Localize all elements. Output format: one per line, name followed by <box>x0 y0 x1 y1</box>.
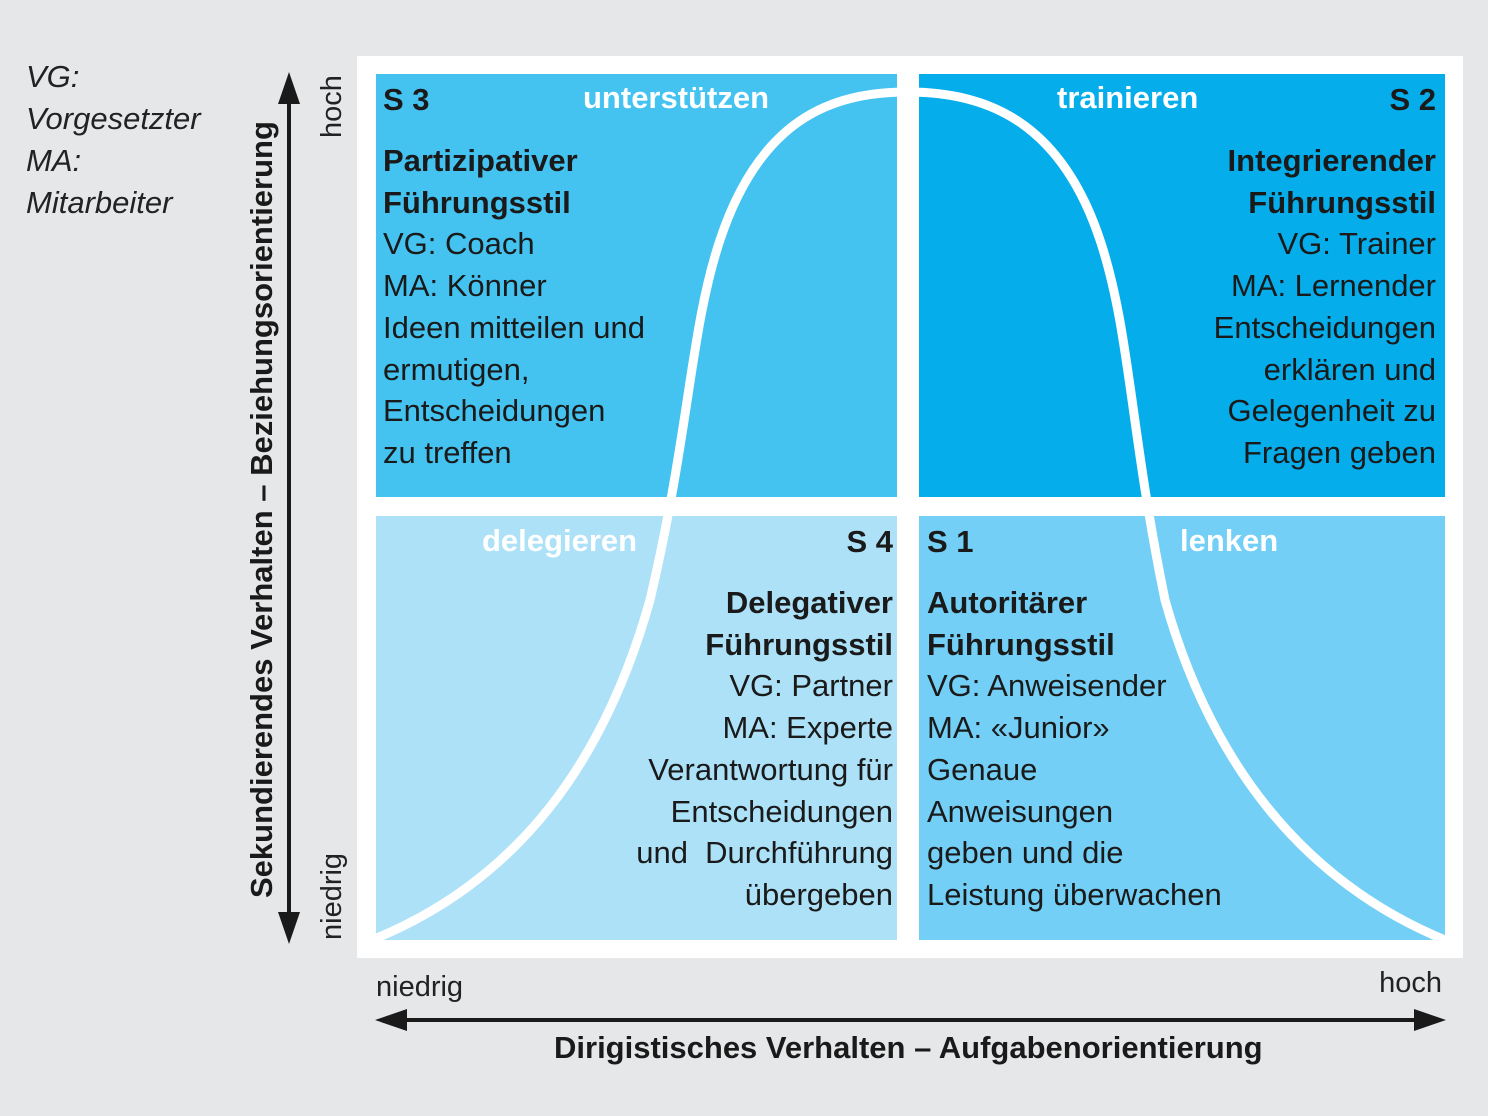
quadrant-label-s4: S 4 <box>846 524 893 559</box>
text-line: zu treffen <box>383 434 512 470</box>
text-line: geben und die <box>927 835 1124 871</box>
style-title: Führungsstil <box>383 184 571 220</box>
quadrant-s1 <box>919 516 1445 940</box>
y-axis-low-label: niedrig <box>316 852 348 940</box>
text-block-s1: Autoritärer Führungsstil VG: Anweisender… <box>927 582 1222 916</box>
y-axis-arrow <box>278 72 300 944</box>
verb-s3: unterstützen <box>583 80 769 115</box>
quadrant-s2 <box>919 74 1445 497</box>
text-line: und Durchführung <box>636 835 893 871</box>
text-block-s4: Delegativer Führungsstil VG: Partner MA:… <box>636 582 893 916</box>
text-line: VG: Trainer <box>1277 226 1437 262</box>
text-line: ermutigen, <box>383 351 530 387</box>
verb-s2: trainieren <box>1057 80 1199 115</box>
text-line: übergeben <box>744 876 893 912</box>
text-block-s3: Partizipativer Führungsstil VG: Coach MA… <box>383 140 645 474</box>
text-line: Ideen mitteilen und <box>383 309 645 345</box>
x-axis-high-label: hoch <box>1379 967 1442 999</box>
text-line: MA: «Junior» <box>927 710 1110 746</box>
text-line: VG: Partner <box>729 668 893 704</box>
text-line: Verantwortung für <box>648 751 893 787</box>
legend-line: Vorgesetzter <box>26 101 201 136</box>
quadrant-s4 <box>376 516 897 940</box>
legend-line: VG: <box>26 59 80 94</box>
legend-line: MA: <box>26 143 82 178</box>
text-block-s2: Integrierender Führungsstil VG: Trainer … <box>1214 140 1436 474</box>
x-axis-arrow <box>375 1009 1446 1031</box>
text-line: Gelegenheit zu <box>1227 393 1436 429</box>
text-line: Entscheidungen <box>1213 309 1436 345</box>
quadrant-label-s1: S 1 <box>927 524 974 559</box>
text-line: MA: Lernender <box>1230 268 1436 304</box>
text-line: Anweisungen <box>927 793 1114 829</box>
text-line: erklären und <box>1263 351 1436 387</box>
style-title: Führungsstil <box>927 626 1115 662</box>
verb-s1: lenken <box>1180 523 1279 558</box>
quadrant-label-s3: S 3 <box>383 82 430 117</box>
style-title: Führungsstil <box>705 626 893 662</box>
text-line: Entscheidungen <box>383 393 606 429</box>
quadrant-label-s2: S 2 <box>1389 82 1436 117</box>
legend: VG: Vorgesetzter MA: Mitarbeiter <box>26 56 201 224</box>
text-line: Genaue <box>927 751 1038 787</box>
text-line: Fragen geben <box>1242 434 1436 470</box>
text-line: Entscheidungen <box>670 793 893 829</box>
verb-s4: delegieren <box>482 523 638 558</box>
text-line: VG: Coach <box>383 226 535 262</box>
style-title: Autoritärer <box>927 585 1088 620</box>
style-title: Führungsstil <box>1248 184 1436 220</box>
legend-line: Mitarbeiter <box>26 185 173 220</box>
style-title: Integrierender <box>1227 143 1436 178</box>
text-line: Leistung überwachen <box>927 876 1222 912</box>
style-title: Partizipativer <box>383 143 578 178</box>
text-line: MA: Könner <box>383 268 547 304</box>
x-axis-title: Dirigistisches Verhalten – Aufgabenorien… <box>554 1030 1263 1065</box>
y-axis-high-label: hoch <box>316 75 348 138</box>
y-axis-title: Sekundierendes Verhalten – Beziehungsori… <box>244 121 279 898</box>
x-axis-low-label: niedrig <box>376 971 464 1003</box>
style-title: Delegativer <box>725 585 893 620</box>
quadrant-s3 <box>376 74 897 497</box>
text-line: MA: Experte <box>722 710 893 746</box>
text-line: VG: Anweisender <box>927 668 1167 704</box>
